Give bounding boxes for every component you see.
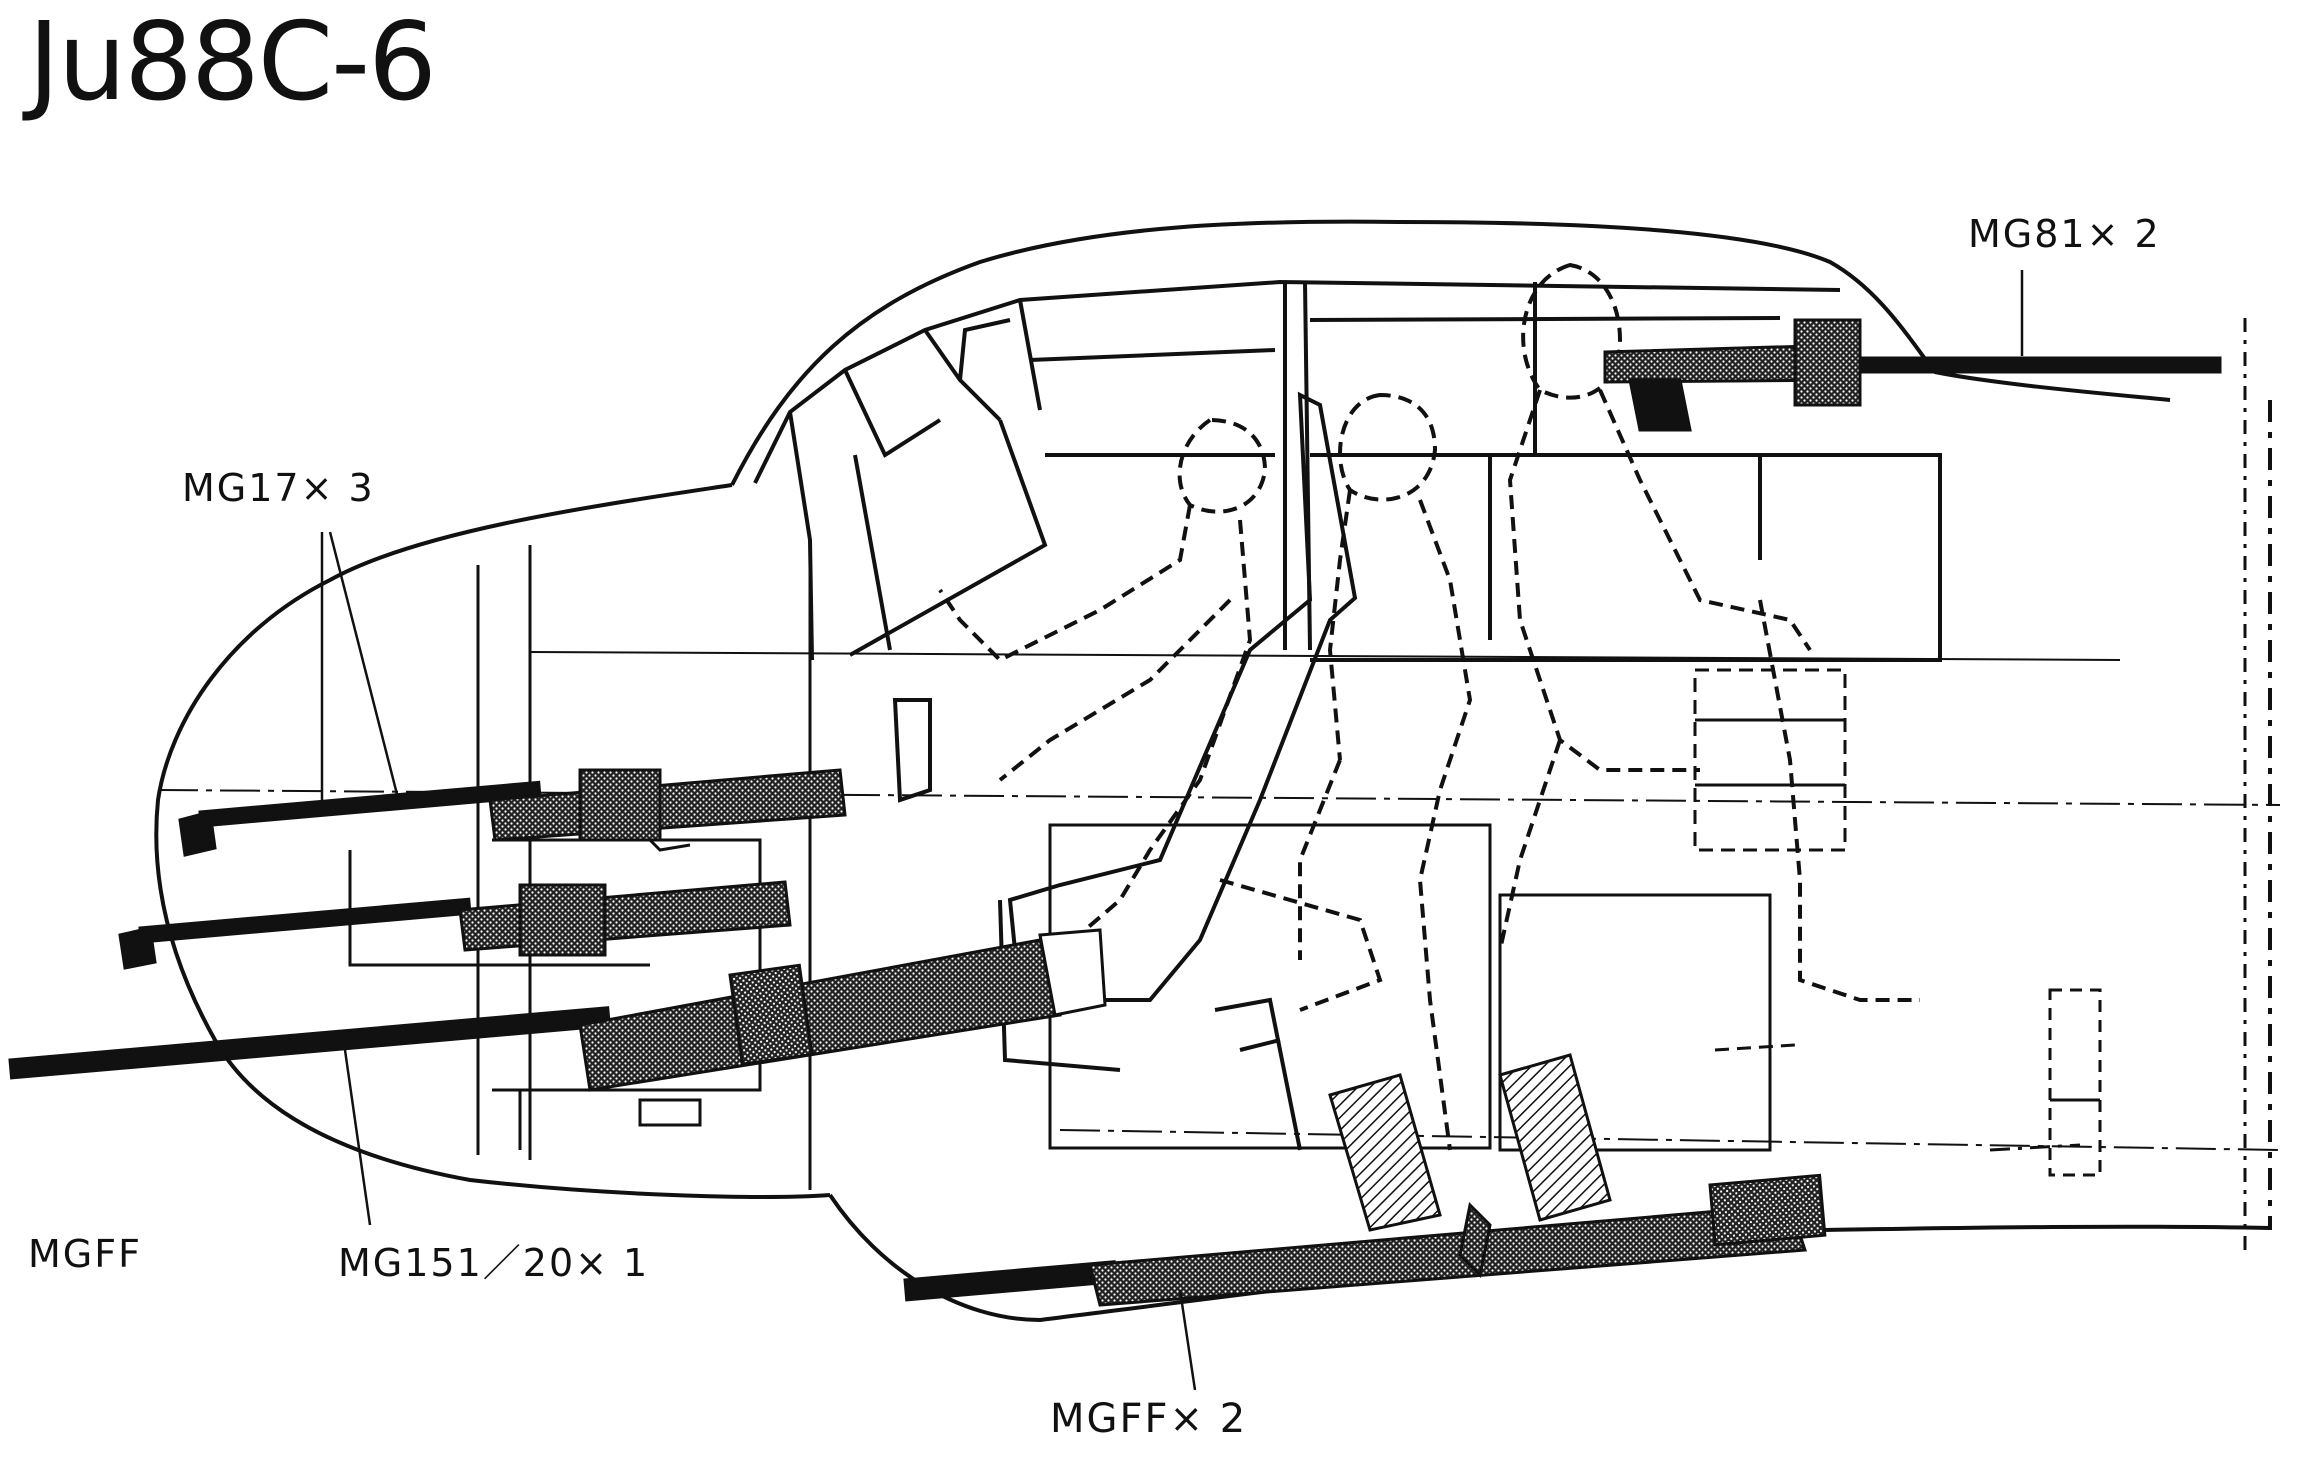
mg17-gun-upper: [178, 768, 847, 857]
ammo-box-right: [1498, 1053, 1612, 1222]
crew-figures: [938, 262, 1920, 1151]
bulkheads: [348, 545, 2102, 1190]
leader-mg17-b: [328, 531, 402, 807]
tail-panels: [1714, 1043, 2081, 1152]
mg17-gun-lower: [118, 880, 792, 970]
fuselage-outline: [154, 219, 2272, 1322]
leader-mgff2: [1178, 1289, 1197, 1391]
leader-lines: [320, 270, 2024, 1391]
ammo-boxes: [1328, 1053, 1612, 1232]
canopy-frame: [753, 279, 1942, 662]
ammo-box-left: [1328, 1073, 1442, 1232]
label-mg81: MG81× 2: [1968, 212, 2161, 256]
mg81-gun: [1603, 318, 2222, 432]
mg151-cannon: [8, 928, 1107, 1092]
guns: [8, 318, 2222, 1307]
label-mg17: MG17× 3: [182, 466, 375, 510]
label-mg151: MG151／20× 1: [338, 1241, 650, 1285]
diagram-title: Ju88C-6: [28, 0, 437, 125]
mgff-pair: [903, 1173, 1827, 1307]
label-mgff: MGFF: [28, 1232, 142, 1276]
leader-mg151: [343, 1049, 372, 1226]
label-mgff-pair: MGFF× 2: [1050, 1396, 1248, 1442]
